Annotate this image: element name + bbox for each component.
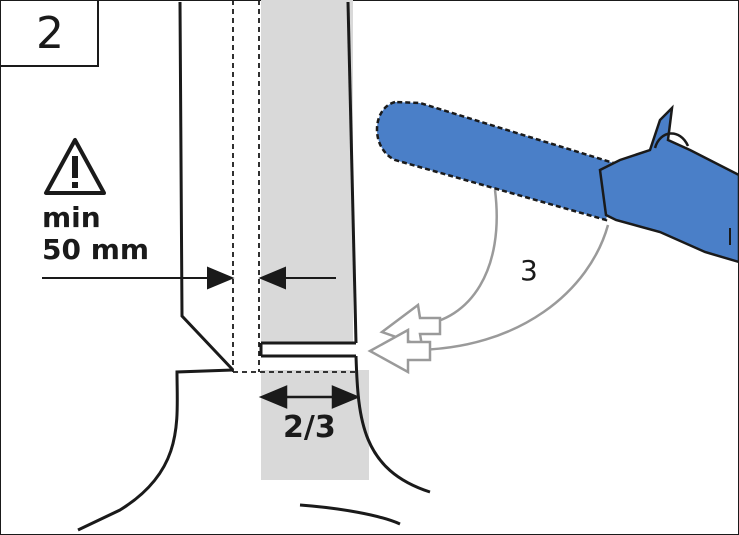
trunk-left-outline (178, 1, 235, 372)
min-label: min (42, 201, 101, 234)
chainsaw-icon (375, 100, 739, 264)
cut-direction-arrows (367, 189, 610, 375)
trunk-right-outline (346, 1, 358, 344)
root-line (299, 503, 401, 526)
step-number-box: 2 (1, 1, 99, 67)
step-number: 2 (36, 8, 64, 59)
arrow-number-label: 3 (520, 254, 538, 287)
distance-value: 50 mm (42, 233, 150, 266)
min-distance-label: min 50 mm (42, 202, 149, 266)
min-width-arrows (42, 266, 336, 290)
hinge-zone (261, 370, 369, 480)
felling-cut-zone (261, 0, 353, 343)
dashed-guides (232, 0, 356, 373)
fraction-label: 2/3 (283, 410, 336, 445)
trunk-base-right (354, 355, 431, 494)
trunk-base-left (77, 368, 234, 532)
two-thirds-arrows (258, 385, 361, 409)
warning-triangle-icon (44, 138, 106, 195)
felling-cut-line (261, 341, 356, 358)
